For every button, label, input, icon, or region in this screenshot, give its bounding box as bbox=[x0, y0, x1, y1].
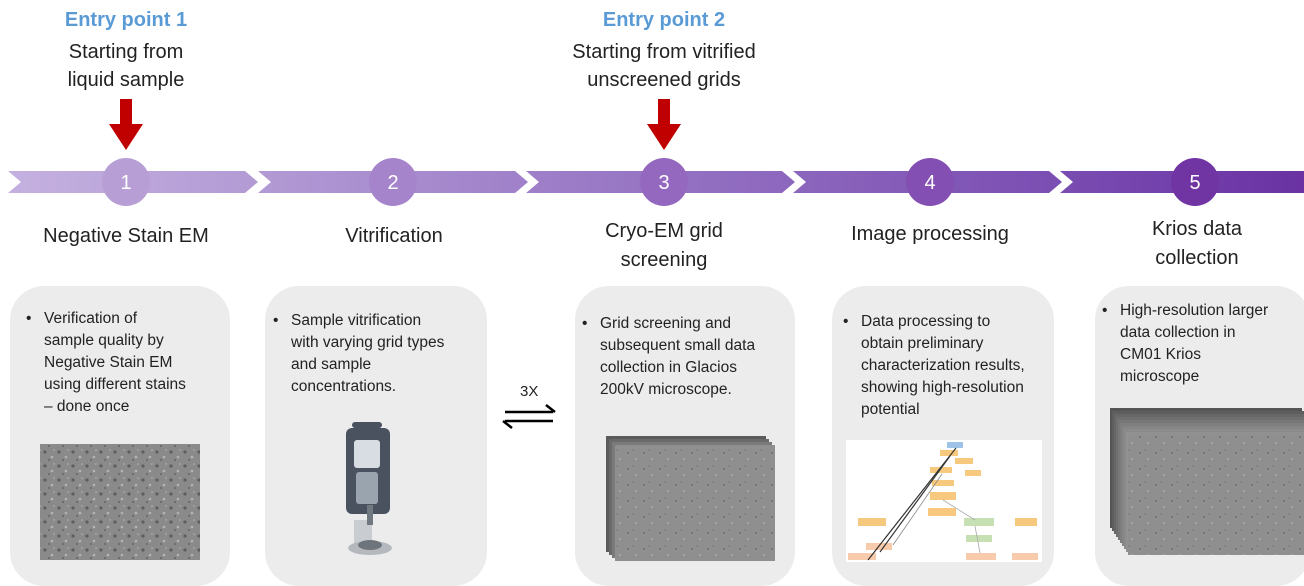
step-5-label-line-1: Krios data bbox=[1151, 218, 1243, 240]
step-4-bullet-line-4: showing high-resolution bbox=[861, 379, 1024, 396]
step-3-number: 3 bbox=[658, 172, 669, 194]
step-4-bullet-line-1: Data processing to bbox=[861, 313, 991, 330]
step-2-number: 2 bbox=[387, 172, 398, 194]
step-3-label-line-1: Cryo-EM grid bbox=[605, 220, 723, 242]
step-5-number: 5 bbox=[1189, 172, 1200, 194]
step-3-bullet-line-3: collection in Glacios bbox=[600, 359, 737, 376]
step-1-number: 1 bbox=[120, 172, 131, 194]
entry-point-2-title: Entry point 2 bbox=[602, 9, 726, 31]
vitrobot-illustration bbox=[346, 422, 392, 555]
step-3-bullet: • Grid screening and subsequent small da… bbox=[582, 313, 792, 401]
entry-point-2-arrow bbox=[647, 99, 681, 150]
step-4-bullet: • Data processing to obtain preliminary … bbox=[843, 311, 1053, 421]
step-2-bullet-line-3: and sample bbox=[291, 356, 372, 373]
step-5-label-line-2: collection bbox=[1155, 247, 1239, 269]
processing-workflow-thumbnail bbox=[846, 440, 1042, 562]
step-3-bullet-line-4: 200kV microscope. bbox=[600, 381, 732, 398]
step-4-number: 4 bbox=[924, 172, 935, 194]
step-1-bullet-line-1: Verification of bbox=[44, 310, 138, 327]
step-1-circle bbox=[102, 158, 150, 206]
step-1-bullet-line-4: using different stains bbox=[44, 376, 186, 393]
step-4-bullet-line-3: characterization results, bbox=[861, 357, 1025, 374]
step-2-bullet-line-4: concentrations. bbox=[291, 378, 397, 395]
step-3-label-line-2: screening bbox=[620, 249, 708, 271]
step-1-bullet-line-3: Negative Stain EM bbox=[44, 354, 173, 371]
step-5-bullet-line-2: data collection in bbox=[1120, 324, 1236, 341]
entry-point-2-line-2: unscreened grids bbox=[587, 69, 741, 91]
negative-stain-micrograph bbox=[40, 444, 200, 560]
step-5-bullet-line-1: High-resolution larger bbox=[1120, 302, 1269, 319]
step-4-bullet-line-5: potential bbox=[861, 401, 920, 418]
grid-micrograph-stack bbox=[606, 436, 775, 561]
step-2-circle bbox=[369, 158, 417, 206]
step-2-label: Vitrification bbox=[345, 225, 443, 247]
step-1-bullet-line-2: sample quality by bbox=[44, 332, 164, 349]
cycle-arrows-icon bbox=[502, 404, 556, 429]
entry-point-1-arrow bbox=[109, 99, 143, 150]
step-4-circle bbox=[906, 158, 954, 206]
entry-point-1-line-1: Starting from bbox=[68, 41, 184, 63]
step-4-label: Image processing bbox=[851, 223, 1009, 245]
step-1-bullet-line-5: – done once bbox=[44, 398, 130, 415]
entry-point-2-line-1: Starting from vitrified bbox=[572, 41, 756, 63]
step-5-circle bbox=[1171, 158, 1219, 206]
step-5-bullet-line-4: microscope bbox=[1120, 368, 1200, 385]
cycle-label: 3X bbox=[520, 383, 539, 400]
entry-point-1-line-2: liquid sample bbox=[67, 69, 185, 91]
step-1-bullet: • Verification of sample quality by Nega… bbox=[26, 308, 229, 418]
step-2-bullet-line-2: with varying grid types bbox=[291, 334, 445, 351]
step-3-circle bbox=[640, 158, 688, 206]
step-3-bullet-line-1: Grid screening and bbox=[600, 315, 731, 332]
entry-point-1-title: Entry point 1 bbox=[64, 9, 188, 31]
step-4-bullet-line-2: obtain preliminary bbox=[861, 335, 984, 352]
step-1-label: Negative Stain EM bbox=[43, 225, 209, 247]
krios-micrograph-stack bbox=[1110, 408, 1304, 555]
step-2-bullet-line-1: Sample vitrification bbox=[291, 312, 422, 329]
step-3-bullet-line-2: subsequent small data bbox=[600, 337, 756, 354]
step-5-bullet: • High-resolution larger data collection… bbox=[1102, 300, 1304, 388]
step-2-bullet: • Sample vitrification with varying grid… bbox=[273, 310, 483, 398]
step-5-bullet-line-3: CM01 Krios bbox=[1120, 346, 1201, 363]
